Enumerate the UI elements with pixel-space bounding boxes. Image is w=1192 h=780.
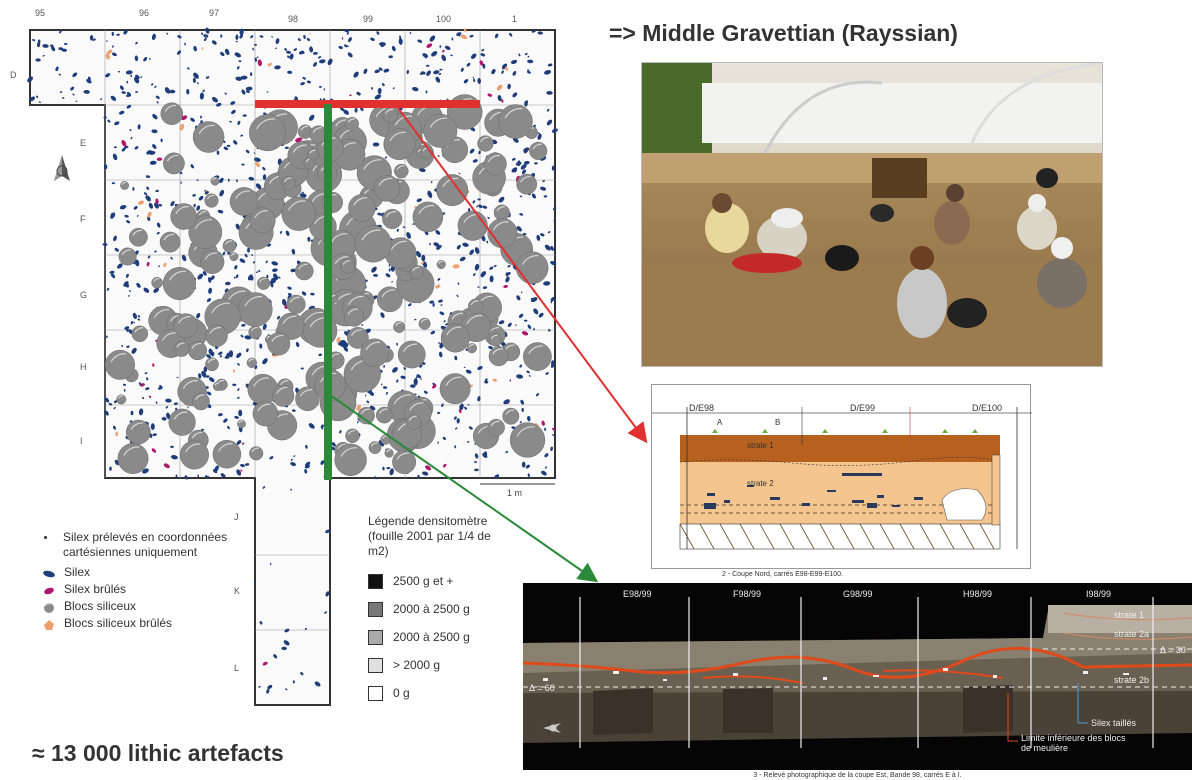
row-label: G xyxy=(80,290,88,300)
legend-label: Blocs siliceux xyxy=(64,599,137,613)
density-swatch xyxy=(368,685,383,701)
row-label: K xyxy=(234,586,241,596)
column-label: 99 xyxy=(363,14,374,24)
density-swatch xyxy=(368,601,383,617)
section-sub-label: B xyxy=(775,418,781,427)
row-label: E xyxy=(80,138,87,148)
page-title: => Middle Gravettian (Rayssian) xyxy=(609,20,958,46)
column-label: 97 xyxy=(209,8,220,18)
legend-title: Légende densitomètre (fouille 2001 par 1… xyxy=(368,514,491,558)
square-label: E98/99 xyxy=(623,589,652,599)
legend-label: 0 g xyxy=(393,685,410,700)
row-label: D xyxy=(10,70,17,80)
column-label: 1 xyxy=(512,14,518,24)
legend-label: 2500 g et + xyxy=(393,573,454,588)
section-square-label: D/E99 xyxy=(850,403,876,413)
burnt-block-symbol-icon xyxy=(42,619,56,630)
delta-label: Δ = 60 xyxy=(529,683,555,693)
square-label: I98/99 xyxy=(1086,589,1112,599)
point-symbol-icon xyxy=(44,536,47,539)
section-square-label: D/E98 xyxy=(689,403,715,413)
artefact-count: ≈ 13 000 lithic artefacts xyxy=(32,740,284,766)
scale-label: 1 m xyxy=(507,488,523,498)
north-section-drawing: D/E98 D/E99 D/E100 A B strate 1 strate 2… xyxy=(651,384,1032,578)
annotation-label: Silex taillés xyxy=(1091,718,1137,728)
row-label: I xyxy=(80,436,83,446)
block-symbol-icon xyxy=(42,602,56,613)
legend-label: Silex brûlés xyxy=(64,582,127,596)
stratum-label: strate 1 xyxy=(747,441,774,450)
stratum-label: strate 1 xyxy=(1114,610,1145,620)
column-label: 95 xyxy=(35,8,46,18)
square-label: F98/99 xyxy=(733,589,762,599)
legend-label: Blocs siliceux brûlés xyxy=(64,616,173,630)
density-swatch xyxy=(368,657,383,673)
densitometry-legend: Légende densitomètre (fouille 2001 par 1… xyxy=(368,514,498,709)
square-label: G98/99 xyxy=(843,589,873,599)
column-label: 100 xyxy=(436,14,452,24)
delta-label: Δ = 30 xyxy=(1160,645,1186,655)
row-label: J xyxy=(234,512,239,522)
square-label: H98/99 xyxy=(963,589,993,599)
stratum-label: strate 2a xyxy=(1114,629,1150,639)
density-swatch xyxy=(368,573,383,589)
annotation-label: Limite inférieure des blocs de meulière xyxy=(1021,733,1126,753)
stratum-label: strate 2b xyxy=(1114,675,1150,685)
row-label: F xyxy=(80,214,86,224)
excavation-photo xyxy=(641,62,1103,367)
density-swatch xyxy=(368,629,383,645)
legend-label: 2000 à 2500 g xyxy=(393,629,470,644)
stratum-label: strate 2 xyxy=(747,479,774,488)
north-arrow-icon xyxy=(50,155,74,192)
east-section-photo: E98/99 F98/99 G98/99 H98/99 I98/99 strat… xyxy=(523,583,1192,780)
row-label: L xyxy=(234,663,240,673)
artefact-legend: Silex prélevés en coordonnées cartésienn… xyxy=(42,530,272,632)
legend-label: > 2000 g xyxy=(393,657,441,672)
legend-label: Silex xyxy=(64,565,91,579)
row-label: H xyxy=(80,362,87,372)
section-square-label: D/E100 xyxy=(972,403,1003,413)
column-label: 96 xyxy=(139,8,150,18)
burnt-silex-symbol-icon xyxy=(42,585,56,595)
column-label: 98 xyxy=(288,14,299,24)
east-section-caption: 3 - Relevé photographique de la coupe Es… xyxy=(523,770,1192,780)
section-caption: 2 - Coupe Nord, carrés E98-E99-E100. xyxy=(722,571,844,578)
legend-label: 2000 à 2500 g xyxy=(393,601,470,616)
section-sub-label: A xyxy=(717,418,723,427)
silex-symbol-icon xyxy=(42,568,56,578)
legend-label: Silex prélevés en coordonnées cartésienn… xyxy=(63,530,228,559)
